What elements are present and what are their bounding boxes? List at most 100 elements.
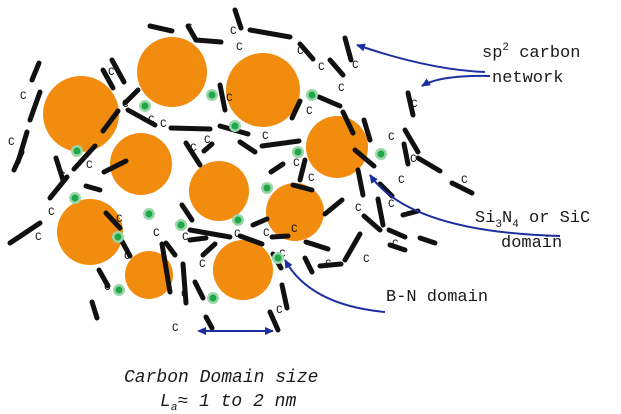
carbon-atom-label: C <box>411 99 418 111</box>
carbon-atom-label: C <box>8 137 15 149</box>
sp2-label-line2: network <box>492 69 563 88</box>
carbon-bond <box>109 57 127 85</box>
carbon-bond <box>386 227 408 240</box>
si-arrow <box>369 174 561 237</box>
carbon-atom-label: C <box>48 207 55 219</box>
bn-dot <box>232 214 244 226</box>
bn-dot <box>207 292 219 304</box>
carbon-atom-label: C <box>199 259 206 271</box>
carbon-bond <box>237 233 265 247</box>
carbon-atom-label: C <box>293 158 300 170</box>
carbon-bond <box>192 279 206 301</box>
sp2-carbon-network <box>7 7 475 333</box>
carbon-atom-label: C <box>236 42 243 54</box>
bn-dot <box>139 100 151 112</box>
carbon-atom-label: C <box>230 26 237 38</box>
carbon-atom-label: C <box>461 175 468 187</box>
sp2-arrow-lower <box>421 74 491 87</box>
carbon-bond <box>259 138 302 149</box>
carbon-bond <box>29 60 42 83</box>
carbon-bond <box>159 241 173 295</box>
carbon-bond <box>352 147 377 169</box>
carbon-bond <box>53 155 66 183</box>
carbon-bond <box>11 149 25 173</box>
bn-dot-core <box>209 294 217 302</box>
carbon-bond <box>340 109 356 136</box>
carbon-bond <box>200 241 218 258</box>
carbon-atom-label: C <box>291 224 298 236</box>
orange-domain <box>125 251 173 299</box>
carbon-bond <box>185 23 199 43</box>
orange-domain <box>43 76 119 152</box>
carbon-atom-label: C <box>190 143 197 155</box>
carbon-bond <box>289 98 303 121</box>
bn-dot-core <box>114 233 122 241</box>
carbon-atom-label: C <box>306 106 313 118</box>
carbon-bond <box>232 7 244 31</box>
carbon-atom-label: C <box>148 115 155 127</box>
carbon-bond <box>297 157 308 183</box>
carbon-bond <box>342 231 363 263</box>
carbon-atom-label: C <box>325 259 332 271</box>
bn-dot-core <box>71 194 79 202</box>
carbon-bond <box>122 87 141 106</box>
carbon-bond <box>203 314 215 331</box>
carbon-bond <box>375 196 386 228</box>
carbon-bond <box>317 261 344 269</box>
carbon-bond <box>179 202 195 223</box>
bn-dot-core <box>145 210 153 218</box>
orange-domain <box>226 53 300 127</box>
domain-size-label-line2: La≈ 1 to 2 nm <box>160 392 296 414</box>
bn-dot-core <box>231 122 239 130</box>
carbon-bond <box>377 181 395 199</box>
carbon-atom-label: C <box>204 135 211 147</box>
carbon-bond <box>355 167 366 198</box>
carbon-bond <box>400 208 421 218</box>
bn-dot <box>306 89 318 101</box>
carbon-atom-label: C <box>108 67 115 79</box>
bn-dot-core <box>294 148 302 156</box>
bn-dot <box>69 192 81 204</box>
orange-domain <box>110 133 172 195</box>
carbon-bond <box>417 235 438 246</box>
carbon-atom-label: C <box>352 60 359 72</box>
carbon-bond <box>302 255 315 275</box>
carbon-atom-label: C <box>20 91 27 103</box>
bn-dot <box>71 145 83 157</box>
carbon-atom-label: C <box>388 199 395 211</box>
carbon-bond <box>268 161 286 175</box>
carbon-atom-label: C <box>172 323 179 335</box>
carbon-atom-label: C <box>297 46 304 58</box>
carbon-atom-label: C <box>116 214 123 226</box>
carbon-bond <box>401 141 411 167</box>
orange-domain <box>57 199 123 265</box>
bn-dot <box>272 252 284 264</box>
carbon-bond <box>342 35 354 63</box>
carbon-atom-label: C <box>263 228 270 240</box>
carbon-bond <box>402 127 421 155</box>
carbon-bond <box>193 37 224 45</box>
carbon-bond <box>327 57 346 78</box>
carbon-bond <box>100 67 116 91</box>
carbon-bond <box>96 267 111 289</box>
orange-domain <box>266 183 324 241</box>
carbon-bond <box>297 41 316 62</box>
carbon-bond <box>387 242 408 253</box>
sp2-label-line1: sp2 carbon <box>482 42 580 63</box>
carbon-atom-label: C <box>35 232 42 244</box>
carbon-bond <box>168 125 213 132</box>
carbon-atom-label: C <box>398 175 405 187</box>
carbon-bond <box>415 155 443 174</box>
si-domain-label-line2: domain <box>501 234 562 253</box>
bn-dot-core <box>234 216 242 224</box>
carbon-bond <box>303 239 331 252</box>
carbon-atom-label: C <box>355 203 362 215</box>
carbon-bond <box>290 182 315 193</box>
bn-dot <box>375 148 387 160</box>
si-domain-label-line1: Si3N4 or SiC <box>475 209 590 231</box>
carbon-atom-label: C <box>388 132 395 144</box>
carbon-atom-label: C <box>153 228 160 240</box>
carbon-atom-label: C <box>234 229 241 241</box>
